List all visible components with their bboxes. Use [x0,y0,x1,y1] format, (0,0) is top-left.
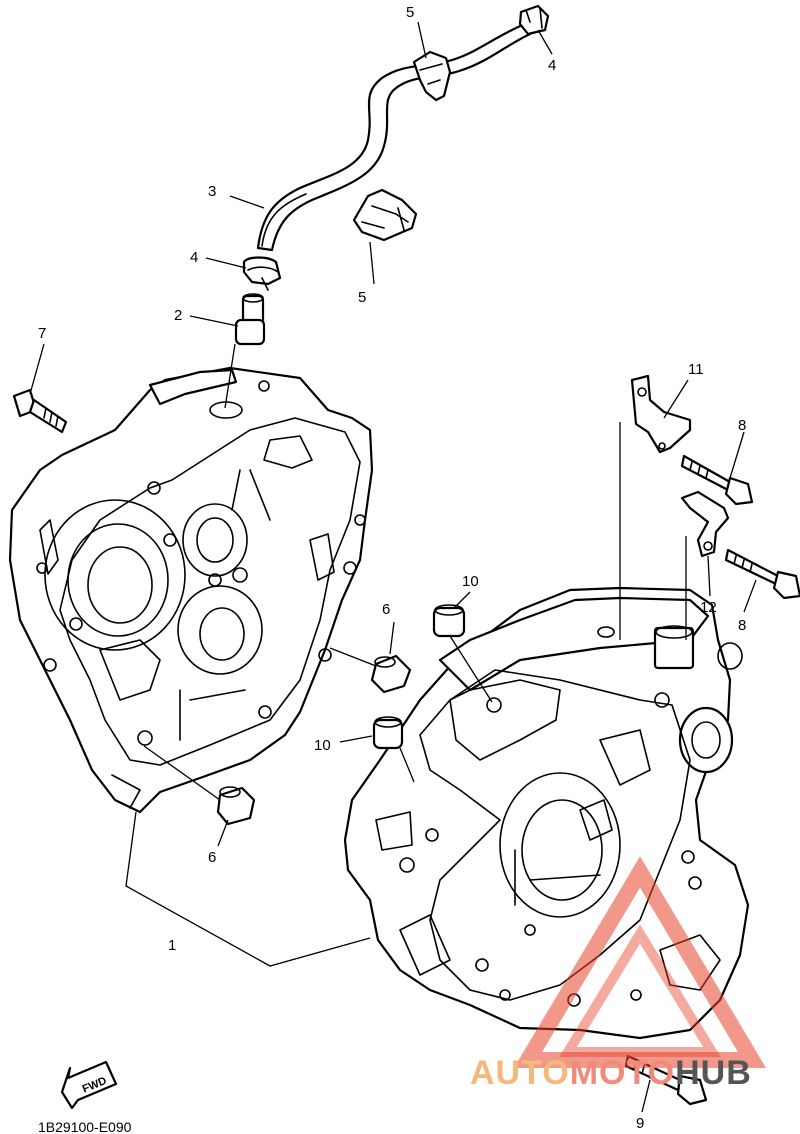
watermark-text-hub: HUB [675,1054,752,1092]
callout-7: 7 [38,325,46,342]
callout-6-lower: 6 [208,849,216,866]
hose-clamp-bottom [242,256,282,291]
watermark-text-auto: AUTO [470,1054,570,1092]
callout-8-lower: 8 [738,617,746,634]
breather-pipe-fitting [234,293,266,346]
bracket-12 [680,490,730,558]
dowel-pin-10-lower [372,716,404,750]
crankcase-left [8,366,374,814]
callout-2: 2 [174,307,182,324]
callout-12: 12 [700,599,717,616]
callout-3: 3 [208,183,216,200]
callout-8-upper: 8 [738,417,746,434]
crankcase-right [343,586,750,1040]
watermark-triangle-outer [513,856,767,1068]
bolt-8-lower [724,548,800,600]
callout-10-upper: 10 [462,573,479,590]
callout-5-top: 5 [406,4,414,21]
hose-clamp-top [518,4,550,36]
hose-holder-loose [352,188,418,242]
callout-4-top: 4 [548,57,556,74]
callout-6-upper: 6 [382,601,390,618]
diagram-code: 1B29100-E090 [38,1119,132,1134]
dowel-pin-10-upper [432,604,466,638]
callout-4-bottom: 4 [190,249,198,266]
callout-numbers: 1 2 3 4 4 5 5 6 6 7 8 8 9 10 10 11 12 [38,4,746,1132]
watermark-text: AUTOMOTOHUB [470,1054,752,1092]
watermark-text-moto: MOTO [570,1054,675,1092]
watermark-triangle-inner [559,924,721,1057]
bracket-11 [630,374,692,454]
callout-1: 1 [168,937,176,954]
leader-lines [29,21,757,1113]
dowel-pin-6-lower [216,786,256,826]
callout-11: 11 [688,361,704,378]
callout-9: 9 [636,1115,644,1132]
dowel-pin-6-upper [370,654,412,694]
fwd-arrow: FWD [60,1060,118,1110]
bolt-8-upper [680,454,754,506]
callout-5-bottom: 5 [358,289,366,306]
bolt-7 [12,388,68,434]
callout-10-lower: 10 [314,737,331,754]
hose-holder-top [412,50,452,102]
watermark-logo: AUTOMOTOHUB [470,856,767,1092]
